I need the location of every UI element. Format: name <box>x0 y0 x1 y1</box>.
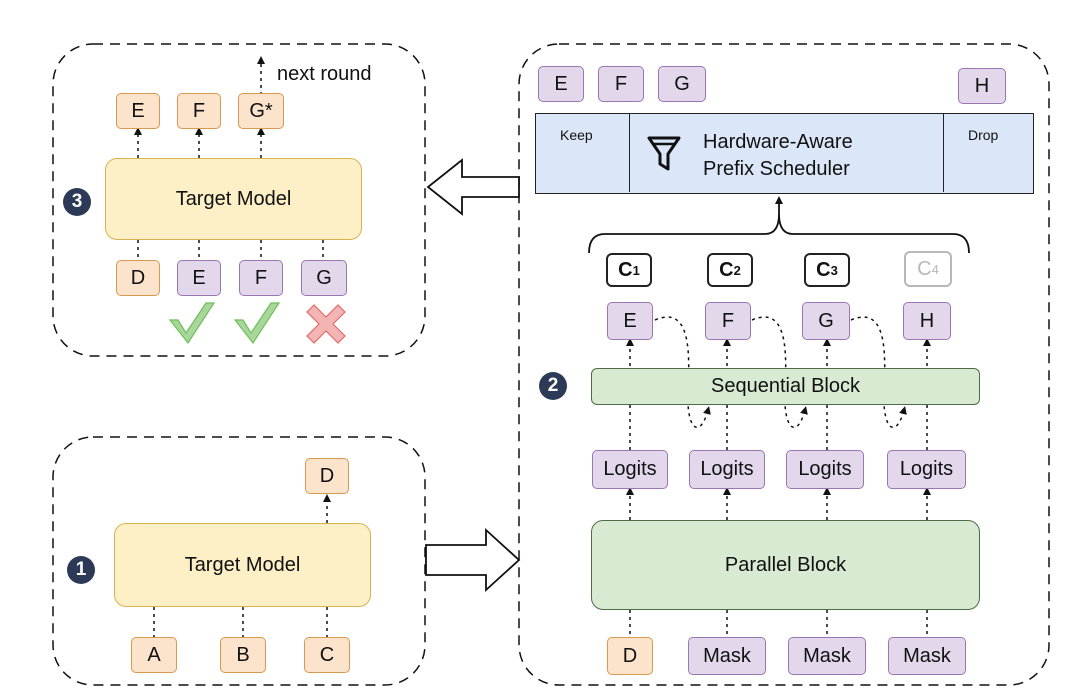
candidate-brace <box>588 213 970 254</box>
draft-token: E <box>607 302 653 340</box>
panel-1-frame <box>52 436 426 686</box>
kept-token: F <box>598 66 644 102</box>
target-model-verify: Target Model <box>105 158 362 240</box>
output-token: G* <box>238 93 284 129</box>
keep-section: Keep <box>536 114 630 192</box>
verify-input-token: G <box>301 260 347 296</box>
drop-label: Drop <box>968 127 999 143</box>
output-token: F <box>177 93 221 129</box>
drop-section: Drop <box>943 114 1033 192</box>
logits-box: Logits <box>887 450 966 489</box>
panel-3-frame <box>52 43 426 357</box>
mask-token: Mask <box>688 637 766 675</box>
output-token: E <box>116 93 160 129</box>
draft-token: H <box>903 302 951 340</box>
keep-label: Keep <box>560 127 593 143</box>
arrow-panel2-to-panel3 <box>426 158 520 216</box>
arrow-panel1-to-panel2 <box>425 527 521 593</box>
mask-token: Mask <box>888 637 966 675</box>
verify-input-token: D <box>116 260 160 296</box>
target-model-prefill: Target Model <box>114 523 371 607</box>
parallel-block: Parallel Block <box>591 520 980 610</box>
cross-icon <box>306 304 346 344</box>
check-icon <box>168 302 216 345</box>
draft-input-token: D <box>607 637 653 675</box>
verify-input-token: F <box>239 260 283 296</box>
prefill-input-token: B <box>220 637 266 673</box>
next-round-label: next round <box>277 63 372 85</box>
scheduler-title-line2: Prefix Scheduler <box>703 158 850 180</box>
panel-2-frame <box>518 43 1050 686</box>
logits-box: Logits <box>689 450 765 489</box>
prefix-scheduler: Keep Drop Hardware-Aware Prefix Schedule… <box>535 113 1034 194</box>
draft-token: G <box>802 302 850 340</box>
dropped-token: H <box>958 68 1006 104</box>
verify-input-token: E <box>177 260 221 296</box>
prefill-input-token: A <box>131 637 177 673</box>
logits-box: Logits <box>592 450 668 489</box>
sequential-block: Sequential Block <box>591 368 980 405</box>
step-1-badge: 1 <box>67 556 95 584</box>
step-3-badge: 3 <box>63 188 91 216</box>
check-icon <box>233 302 281 345</box>
prefill-input-token: C <box>304 637 350 673</box>
prefill-output-token: D <box>305 458 349 494</box>
step-2-badge: 2 <box>539 372 567 400</box>
funnel-icon <box>647 136 681 171</box>
kept-token: G <box>658 66 706 102</box>
kept-token: E <box>538 66 584 102</box>
logits-box: Logits <box>786 450 864 489</box>
mask-token: Mask <box>788 637 866 675</box>
draft-token: F <box>705 302 751 340</box>
scheduler-title-line1: Hardware-Aware <box>703 131 853 153</box>
